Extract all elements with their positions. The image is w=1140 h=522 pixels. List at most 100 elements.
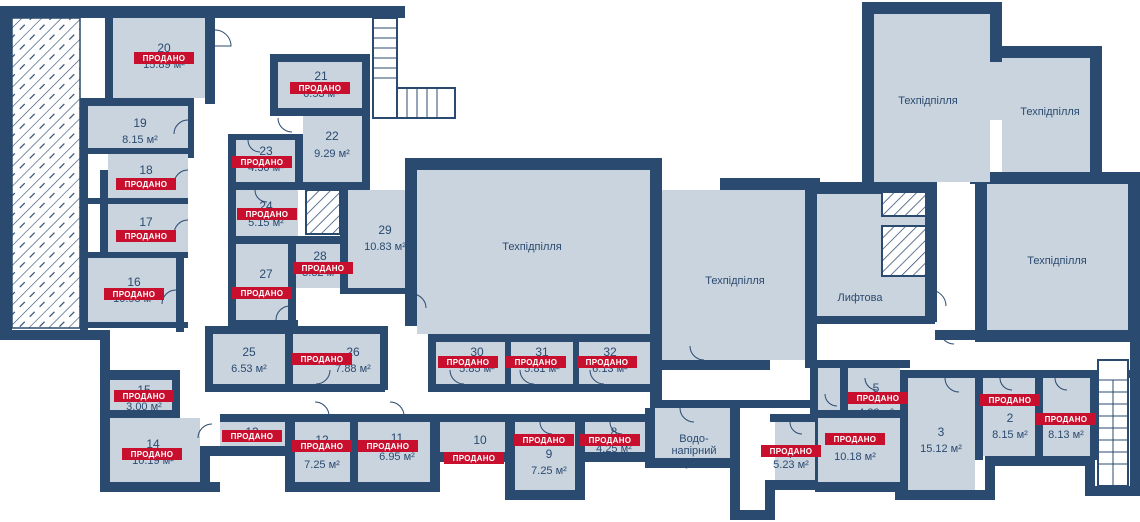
room-number-27: 27 xyxy=(259,267,273,281)
sold-badge-20: ПРОДАНО xyxy=(134,52,194,64)
tech-label-4: Техпідпілля xyxy=(502,241,562,253)
room-number-30: 30 xyxy=(470,345,484,359)
sold-badge-27: ПРОДАНО xyxy=(232,287,292,299)
room-area-3: 15.12 м² xyxy=(920,443,962,455)
room-number-31: 31 xyxy=(535,345,549,359)
stairs-top xyxy=(372,17,456,119)
stairs-right xyxy=(1097,359,1129,487)
room-number-23: 23 xyxy=(259,144,273,158)
sold-label: ПРОДАНО xyxy=(302,264,345,273)
room-number-10: 10 xyxy=(473,433,487,447)
hatched-area-left xyxy=(11,17,81,329)
room-number-3: 3 xyxy=(938,425,945,439)
room-number-16: 16 xyxy=(127,275,141,289)
sold-label: ПРОДАНО xyxy=(586,358,629,367)
room-number-25: 25 xyxy=(242,345,256,359)
sold-label: ПРОДАНО xyxy=(241,158,284,167)
shaft-hatch-1 xyxy=(305,189,341,235)
sold-label: ПРОДАНО xyxy=(770,447,813,456)
sold-badge-16: ПРОДАНО xyxy=(104,288,164,300)
room-number-8: 8 xyxy=(611,425,618,439)
sold-badge-13: ПРОДАНО xyxy=(222,430,282,442)
shaft-hatch-2 xyxy=(881,191,927,217)
room-number-18: 18 xyxy=(139,163,153,177)
room-area-25: 6.53 м² xyxy=(231,363,267,375)
room-area-19: 8.15 м² xyxy=(122,134,158,146)
sold-label: ПРОДАНО xyxy=(589,436,632,445)
room-area-2: 8.15 м² xyxy=(992,429,1028,441)
room-number-28: 28 xyxy=(313,249,327,263)
room-area-6: 10.18 м² xyxy=(834,451,876,463)
room-number-32: 32 xyxy=(603,345,617,359)
sold-badge-15: ПРОДАНО xyxy=(114,390,174,402)
sold-label: ПРОДАНО xyxy=(1045,415,1088,424)
tech-label-3: Техпідпілля xyxy=(1027,255,1087,267)
room-area-1: 8.13 м² xyxy=(1048,429,1084,441)
sold-label: ПРОДАНО xyxy=(131,450,174,459)
sold-label: ПРОДАНО xyxy=(989,396,1032,405)
sold-label: ПРОДАНО xyxy=(113,290,156,299)
sold-label: ПРОДАНО xyxy=(857,394,900,403)
sold-label: ПРОДАНО xyxy=(125,232,168,241)
sold-label: ПРОДАНО xyxy=(447,358,490,367)
tech-label-1: Техпідпілля xyxy=(898,95,958,107)
room-number-14: 14 xyxy=(146,437,160,451)
sold-badge-17: ПРОДАНО xyxy=(116,230,176,242)
room-number-29: 29 xyxy=(378,223,392,237)
sold-badge-12: ПРОДАНО xyxy=(292,440,352,452)
sold-label: ПРОДАНО xyxy=(834,435,877,444)
sold-label: ПРОДАНО xyxy=(523,436,566,445)
sold-label: ПРОДАНО xyxy=(231,432,274,441)
sold-label: ПРОДАНО xyxy=(299,84,342,93)
room-area-29: 10.83 м² xyxy=(364,241,406,253)
sold-badge-1: ПРОДАНО xyxy=(1036,413,1096,425)
room-number-21: 21 xyxy=(314,69,328,83)
water-label-2: напірний xyxy=(671,445,716,457)
tech-label-5: Техпідпілля xyxy=(705,275,765,287)
sold-badge-7: ПРОДАНО xyxy=(761,445,821,457)
sold-label: ПРОДАНО xyxy=(515,358,558,367)
room-area-11: 6.95 м² xyxy=(379,451,415,463)
sold-label: ПРОДАНО xyxy=(123,392,166,401)
lift-label: Лифтова xyxy=(837,292,883,304)
room-area-9: 7.25 м² xyxy=(531,465,567,477)
sold-label: ПРОДАНО xyxy=(301,355,344,364)
sold-badge-23: ПРОДАНО xyxy=(232,156,292,168)
sold-label: ПРОДАНО xyxy=(125,180,168,189)
sold-label: ПРОДАНО xyxy=(367,442,410,451)
sold-badge-9: ПРОДАНО xyxy=(514,434,574,446)
water-label-3: вузол xyxy=(680,457,708,469)
shaft-hatch-3 xyxy=(881,225,927,277)
room-number-2: 2 xyxy=(1007,411,1014,425)
sold-badge-10: ПРОДАНО xyxy=(444,452,504,464)
room-number-17: 17 xyxy=(139,215,153,229)
room-area-22: 9.29 м² xyxy=(314,148,350,160)
sold-badge-21: ПРОДАНО xyxy=(290,82,350,94)
sold-label: ПРОДАНО xyxy=(241,289,284,298)
sold-badge-8: ПРОДАНО xyxy=(580,434,640,446)
sold-badge-24: ПРОДАНО xyxy=(237,208,297,220)
room-area-12: 7.25 м² xyxy=(304,459,340,471)
sold-badge-26: ПРОДАНО xyxy=(292,353,352,365)
room-number-20: 20 xyxy=(157,41,171,55)
sold-badge-5: ПРОДАНО xyxy=(848,392,908,404)
room-number-19: 19 xyxy=(133,116,147,130)
tech-label-2: Техпідпілля xyxy=(1020,106,1080,118)
room-number-5: 5 xyxy=(873,381,880,395)
room-number-22: 22 xyxy=(325,129,339,143)
sold-badge-6: ПРОДАНО xyxy=(825,433,885,445)
sold-badge-30: ПРОДАНО xyxy=(438,356,498,368)
room-area-7: 5.23 м² xyxy=(773,459,809,471)
room-area-5: 4.38 м² xyxy=(858,407,894,419)
sold-label: ПРОДАНО xyxy=(301,442,344,451)
water-label-1: Водо- xyxy=(679,433,709,445)
sold-label: ПРОДАНО xyxy=(246,210,289,219)
room-number-9: 9 xyxy=(546,447,553,461)
sold-label: ПРОДАНО xyxy=(143,54,186,63)
sold-badge-18: ПРОДАНО xyxy=(116,178,176,190)
sold-badge-2: ПРОДАНО xyxy=(980,394,1040,406)
room-area-15: 3.00 м² xyxy=(126,401,162,413)
sold-badge-11: ПРОДАНО xyxy=(358,440,418,452)
